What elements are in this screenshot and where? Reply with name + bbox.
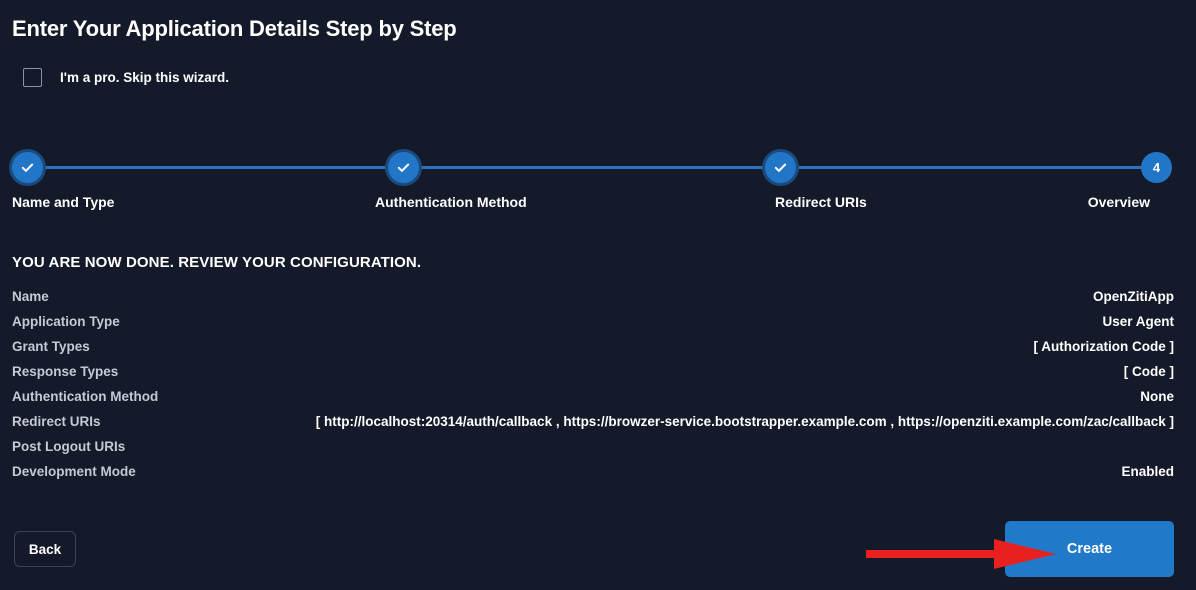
stepper-line-2-3 [419,166,765,169]
stepper-labels: Name and Type Authentication Method Redi… [12,194,1172,214]
review-heading: YOU ARE NOW DONE. REVIEW YOUR CONFIGURAT… [12,254,422,271]
step-node-2[interactable] [388,152,420,183]
stepper-track: 4 [12,152,1172,183]
step-node-1[interactable] [12,152,43,183]
step-label-overview: Overview [1087,194,1150,210]
summary-value: OpenZitiApp [1093,289,1174,304]
summary-row-development-mode: Development Mode Enabled [12,464,1174,489]
summary-label: Application Type [12,314,120,329]
summary-row-redirect-uris: Redirect URIs [ http://localhost:20314/a… [12,414,1174,439]
summary-label: Development Mode [12,464,136,479]
check-icon [398,163,410,172]
step-node-3[interactable] [764,152,796,183]
skip-wizard-row[interactable]: I'm a pro. Skip this wizard. [23,68,229,87]
step-label-name-and-type: Name and Type [12,194,115,210]
summary-value: [ Code ] [1123,364,1174,379]
summary-row-grant-types: Grant Types [ Authorization Code ] [12,339,1174,364]
summary-row-name: Name OpenZitiApp [12,289,1174,314]
summary-row-response-types: Response Types [ Code ] [12,364,1174,389]
summary-value: Enabled [1121,464,1174,479]
skip-wizard-checkbox[interactable] [23,68,42,87]
summary-label: Name [12,289,49,304]
summary-label: Grant Types [12,339,90,354]
stepper-line-3-4 [795,166,1141,169]
summary-row-authentication-method: Authentication Method None [12,389,1174,414]
create-button[interactable]: Create [1005,521,1174,577]
configuration-summary: Name OpenZitiApp Application Type User A… [12,289,1174,489]
summary-value: User Agent [1102,314,1174,329]
summary-value: [ Authorization Code ] [1033,339,1174,354]
check-icon [774,163,786,172]
summary-row-post-logout-uris: Post Logout URIs [12,439,1174,464]
summary-row-application-type: Application Type User Agent [12,314,1174,339]
wizard-stepper: 4 [12,152,1172,184]
page-title: Enter Your Application Details Step by S… [12,16,457,41]
summary-label: Authentication Method [12,389,159,404]
summary-label: Response Types [12,364,119,379]
back-button[interactable]: Back [14,531,76,567]
step-label-authentication-method: Authentication Method [375,194,527,210]
step-number-label: 4 [1152,160,1161,175]
step-label-redirect-uris: Redirect URIs [775,194,867,210]
summary-label: Redirect URIs [12,414,101,429]
summary-value: None [1140,389,1174,404]
step-node-4[interactable]: 4 [1140,152,1172,183]
stepper-line-1-2 [43,166,389,169]
skip-wizard-label: I'm a pro. Skip this wizard. [60,70,229,85]
summary-value: [ http://localhost:20314/auth/callback ,… [315,414,1174,429]
summary-label: Post Logout URIs [12,439,126,454]
check-icon [21,163,34,172]
